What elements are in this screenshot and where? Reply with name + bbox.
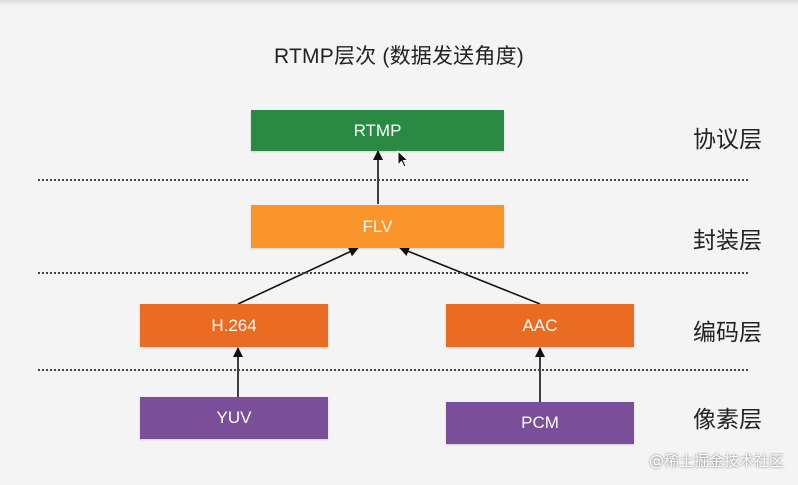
h264-box-label: H.264 xyxy=(211,315,257,335)
watermark: @稀土掘金技术社区 xyxy=(648,452,784,470)
arrow-aac-to-flv xyxy=(399,246,541,305)
layer-label-protocol: 协议层 xyxy=(693,127,762,153)
layer-label-encoding: 编码层 xyxy=(693,320,762,346)
aac-box-label: AAC xyxy=(522,315,558,335)
divider-protocol-container xyxy=(38,179,748,181)
rtmp-box-label: RTMP xyxy=(353,120,402,140)
layer-label-pixel: 像素层 xyxy=(693,407,762,433)
flv-box: FLV xyxy=(251,205,504,248)
aac-box: AAC xyxy=(446,304,634,347)
yuv-box-label: YUV xyxy=(216,408,252,427)
divider-container-encoding xyxy=(38,272,748,274)
rtmp-box: RTMP xyxy=(251,110,504,151)
mouse-cursor-icon xyxy=(397,150,410,168)
layer-label-container: 封装层 xyxy=(693,228,762,254)
divider-encoding-pixel xyxy=(38,369,748,371)
flv-box-label: FLV xyxy=(362,216,393,236)
diagram-title: RTMP层次 (数据发送角度) xyxy=(274,45,524,68)
pcm-box-label: PCM xyxy=(521,413,559,432)
yuv-box: YUV xyxy=(140,397,328,439)
arrow-h264-to-flv xyxy=(237,247,359,305)
window-top-strip xyxy=(0,0,798,6)
pcm-box: PCM xyxy=(446,402,634,444)
h264-box: H.264 xyxy=(140,304,328,347)
